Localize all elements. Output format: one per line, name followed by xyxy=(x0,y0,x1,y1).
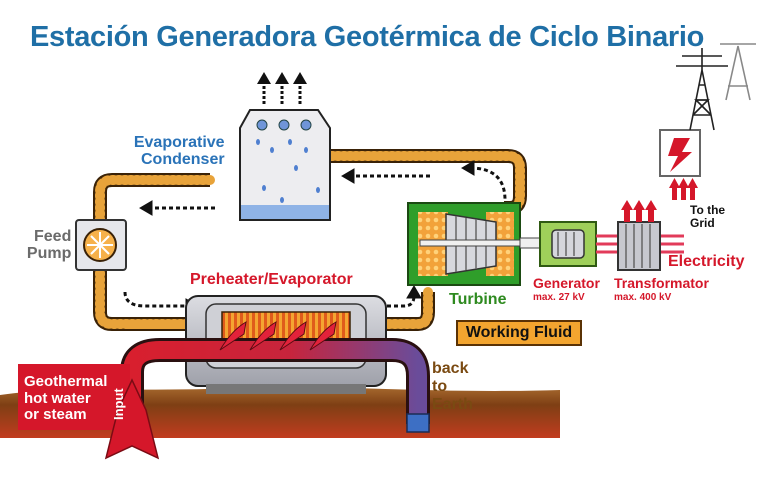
flow-arrows xyxy=(123,160,507,314)
evaporative-condenser-label: Evaporative Condenser xyxy=(131,134,225,169)
back-to-earth-label: back to Earth xyxy=(432,360,473,414)
condenser-label-line2: Condenser xyxy=(141,150,225,168)
generator-max-label: max. 27 kV xyxy=(533,292,585,303)
evaporative-label-line1: Evaporative xyxy=(133,134,225,151)
generator-label: Generator xyxy=(533,275,600,291)
to-grid-label: To the Grid xyxy=(690,204,725,229)
geothermal-line1: Geothermal xyxy=(24,373,108,390)
to-line2: to xyxy=(432,377,448,395)
back-line1: back xyxy=(432,360,469,377)
pump-label-line2: Pump xyxy=(26,244,72,262)
feed-pump-label: Feed Pump xyxy=(22,228,72,263)
turbine xyxy=(407,202,521,286)
hot-water-line2: hot water xyxy=(24,389,91,407)
feed-label-line1: Feed xyxy=(34,228,72,245)
feed-pump xyxy=(75,219,127,271)
grid-line2: Grid xyxy=(690,215,715,230)
hot-water-pipe xyxy=(120,321,430,445)
geothermal-label: Geothermal hot water or steam xyxy=(24,373,108,424)
transformer-label: Transformator xyxy=(614,275,709,291)
transformer xyxy=(617,200,661,271)
transformer-max-label: max. 400 kV xyxy=(614,292,672,303)
generator xyxy=(519,221,597,267)
power-cables xyxy=(596,234,684,254)
transmission-tower-icon xyxy=(676,43,756,131)
earth-line3: Earth xyxy=(432,395,473,413)
page-title: Estación Generadora Geotérmica de Ciclo … xyxy=(30,21,705,53)
grid-connection xyxy=(659,129,701,200)
evaporative-condenser xyxy=(239,72,331,221)
geothermal-source xyxy=(18,364,160,460)
working-fluid-label: Working Fluid xyxy=(456,320,582,346)
turbine-label: Turbine xyxy=(449,291,507,308)
to-the-line1: To the xyxy=(690,203,726,217)
preheater-label: Preheater/Evaporator xyxy=(190,271,353,288)
electricity-label: Electricity xyxy=(668,253,745,270)
or-steam-line3: or steam xyxy=(24,406,87,423)
input-label: Input xyxy=(111,388,126,420)
